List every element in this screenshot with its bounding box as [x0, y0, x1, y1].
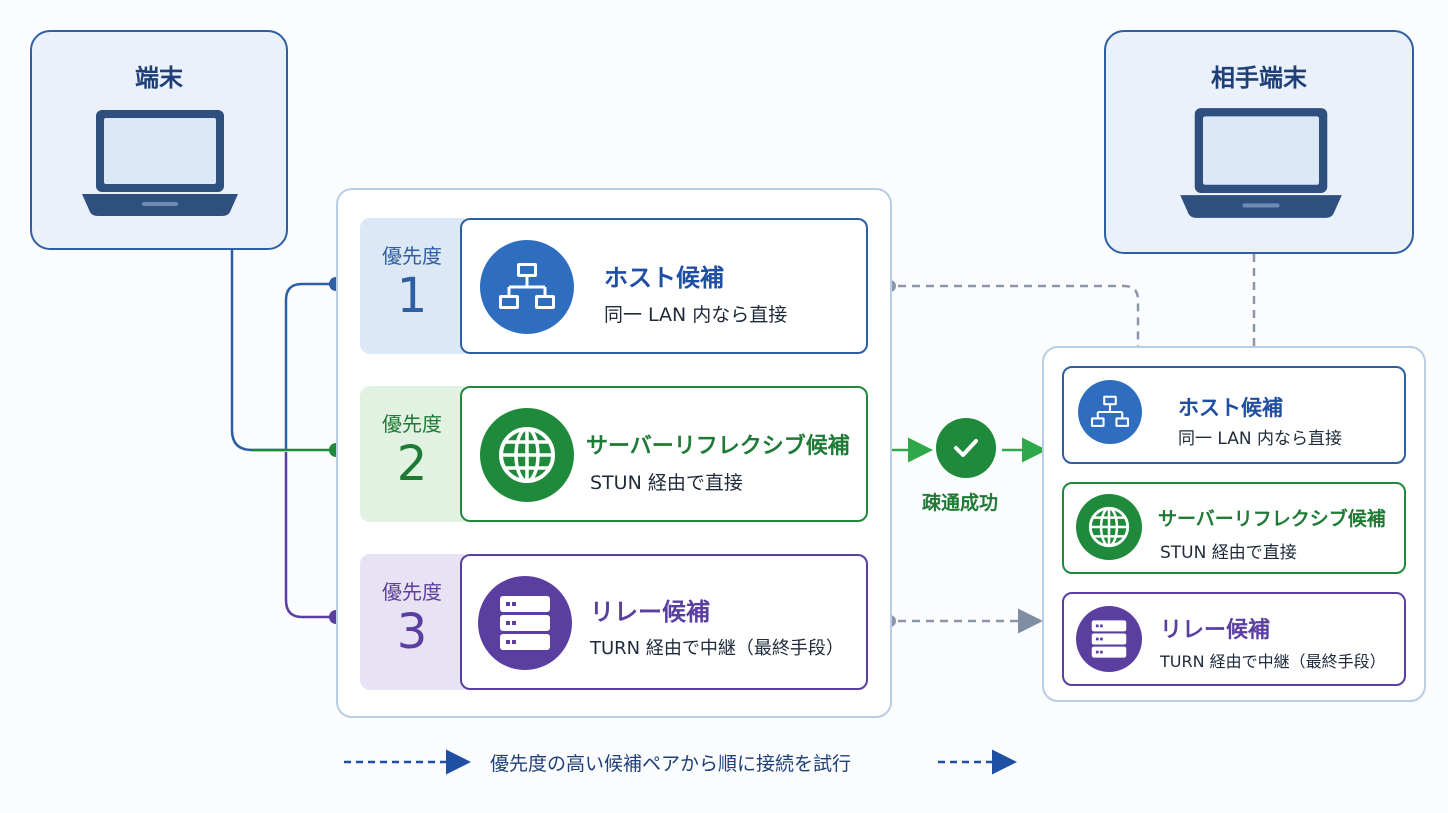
remote-host-icon-circle [1078, 380, 1142, 444]
branch-line-1 [284, 282, 336, 450]
globe-icon [499, 427, 555, 483]
host-candidate-title: ホスト候補 [604, 264, 724, 292]
branch-line-3 [284, 452, 336, 619]
relay-candidate-subtitle: TURN 経由で中継（最終手段） [590, 638, 844, 659]
priority-number: 3 [396, 604, 428, 660]
check-icon [954, 439, 978, 457]
priority-label: 優先度 [382, 580, 442, 604]
relay-candidate-card: リレー候補 TURN 経由で中継（最終手段） [460, 554, 868, 690]
local-device-title: 端末 [135, 64, 183, 92]
host-candidate-card: ホスト候補 同一 LAN 内なら直接 [460, 218, 868, 354]
priority-label: 優先度 [382, 244, 442, 268]
srflx-candidate-card: サーバーリフレクシブ候補 STUN 経由で直接 [460, 386, 868, 522]
remote-device-box: 相手端末 [1104, 30, 1414, 254]
laptop-icon [1180, 108, 1342, 218]
remote-srflx-icon-circle [1076, 494, 1142, 560]
relay-icon-circle [478, 576, 572, 670]
priority-tab-1: 優先度 1 [360, 218, 464, 354]
success-check-circle [936, 418, 996, 478]
host-pair-dashed-line [898, 284, 1140, 346]
laptop-icon [82, 110, 238, 216]
srflx-candidate-title: サーバーリフレクシブ候補 [586, 434, 850, 459]
srflx-icon-circle [480, 408, 574, 502]
remote-srflx-candidate-card: サーバーリフレクシブ候補 STUN 経由で直接 [1062, 482, 1406, 574]
network-icon [1091, 395, 1129, 427]
remote-relay-candidate-title: リレー候補 [1160, 618, 1271, 643]
remote-device-title: 相手端末 [1211, 64, 1307, 92]
remote-host-candidate-subtitle: 同一 LAN 内なら直接 [1178, 429, 1343, 449]
remote-relay-candidate-subtitle: TURN 経由で中継（最終手段） [1160, 652, 1386, 671]
priority-number: 2 [396, 436, 428, 492]
relay-candidate-title: リレー候補 [590, 598, 710, 626]
remote-relay-candidate-card: リレー候補 TURN 経由で中継（最終手段） [1062, 592, 1406, 686]
priority-label: 優先度 [382, 412, 442, 436]
remote-relay-icon-circle [1076, 606, 1142, 672]
network-icon [499, 263, 555, 309]
remote-host-candidate-card: ホスト候補 同一 LAN 内なら直接 [1062, 366, 1406, 464]
success-label: 疎通成功 [922, 492, 999, 514]
priority-tab-3: 優先度 3 [360, 554, 464, 690]
srflx-candidate-subtitle: STUN 経由で直接 [590, 472, 743, 494]
priority-tab-2: 優先度 2 [360, 386, 464, 522]
local-device-box: 端末 [30, 30, 288, 250]
host-icon-circle [480, 240, 574, 334]
remote-host-candidate-title: ホスト候補 [1178, 396, 1283, 420]
footer-caption: 優先度の高い候補ペアから順に接続を試行 [490, 753, 852, 775]
server-icon [500, 596, 550, 650]
host-candidate-subtitle: 同一 LAN 内なら直接 [604, 304, 788, 326]
globe-icon [1088, 506, 1130, 548]
remote-srflx-candidate-subtitle: STUN 経由で直接 [1160, 543, 1297, 563]
server-icon [1091, 620, 1127, 658]
remote-srflx-candidate-title: サーバーリフレクシブ候補 [1158, 508, 1386, 530]
trunk-line [230, 250, 286, 452]
priority-number: 1 [396, 268, 428, 324]
